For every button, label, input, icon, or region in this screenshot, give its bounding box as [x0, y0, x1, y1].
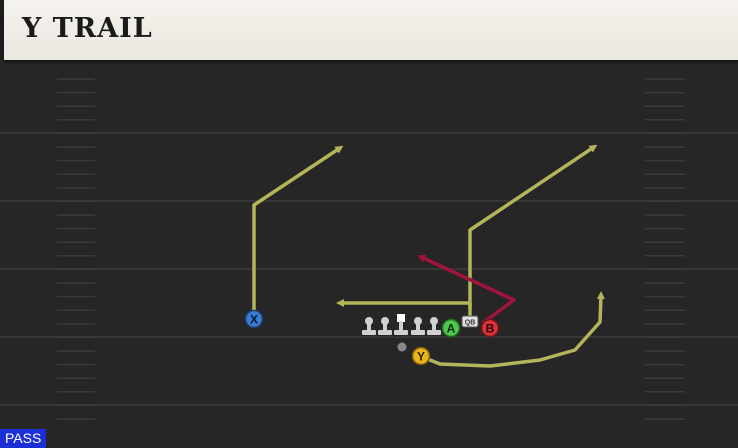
lineman-icon	[378, 317, 392, 335]
player-y-label: Y	[417, 350, 425, 364]
player-a-label: A	[447, 322, 456, 336]
lineman-icon	[411, 317, 425, 335]
play-title: Y TRAIL	[22, 13, 153, 44]
x-route	[252, 145, 344, 320]
player-a[interactable]: A	[441, 318, 461, 338]
qb-label: QB	[465, 320, 476, 327]
player-x[interactable]: X	[244, 309, 264, 329]
player-qb-tag: QB	[461, 315, 479, 328]
header-edge	[0, 0, 4, 60]
lineman-icon	[427, 317, 441, 335]
player-b-label: B	[486, 322, 495, 336]
offensive-line	[362, 314, 441, 335]
lineman-icon	[362, 317, 376, 335]
play-type-tag: PASS	[0, 429, 47, 448]
player-b[interactable]: B	[480, 318, 500, 338]
b-route	[417, 255, 516, 324]
player-x-label: X	[250, 313, 258, 327]
yard-lines	[0, 132, 738, 406]
a-route-flat	[336, 299, 472, 310]
hash-marks	[57, 78, 685, 420]
qb-marker	[397, 342, 407, 352]
y-route	[418, 291, 605, 368]
play-type-label: PASS	[5, 430, 42, 446]
player-y[interactable]: Y	[411, 346, 431, 366]
play-header: Y TRAIL	[0, 0, 738, 60]
a-route-post	[468, 144, 598, 322]
center-icon	[394, 314, 408, 335]
